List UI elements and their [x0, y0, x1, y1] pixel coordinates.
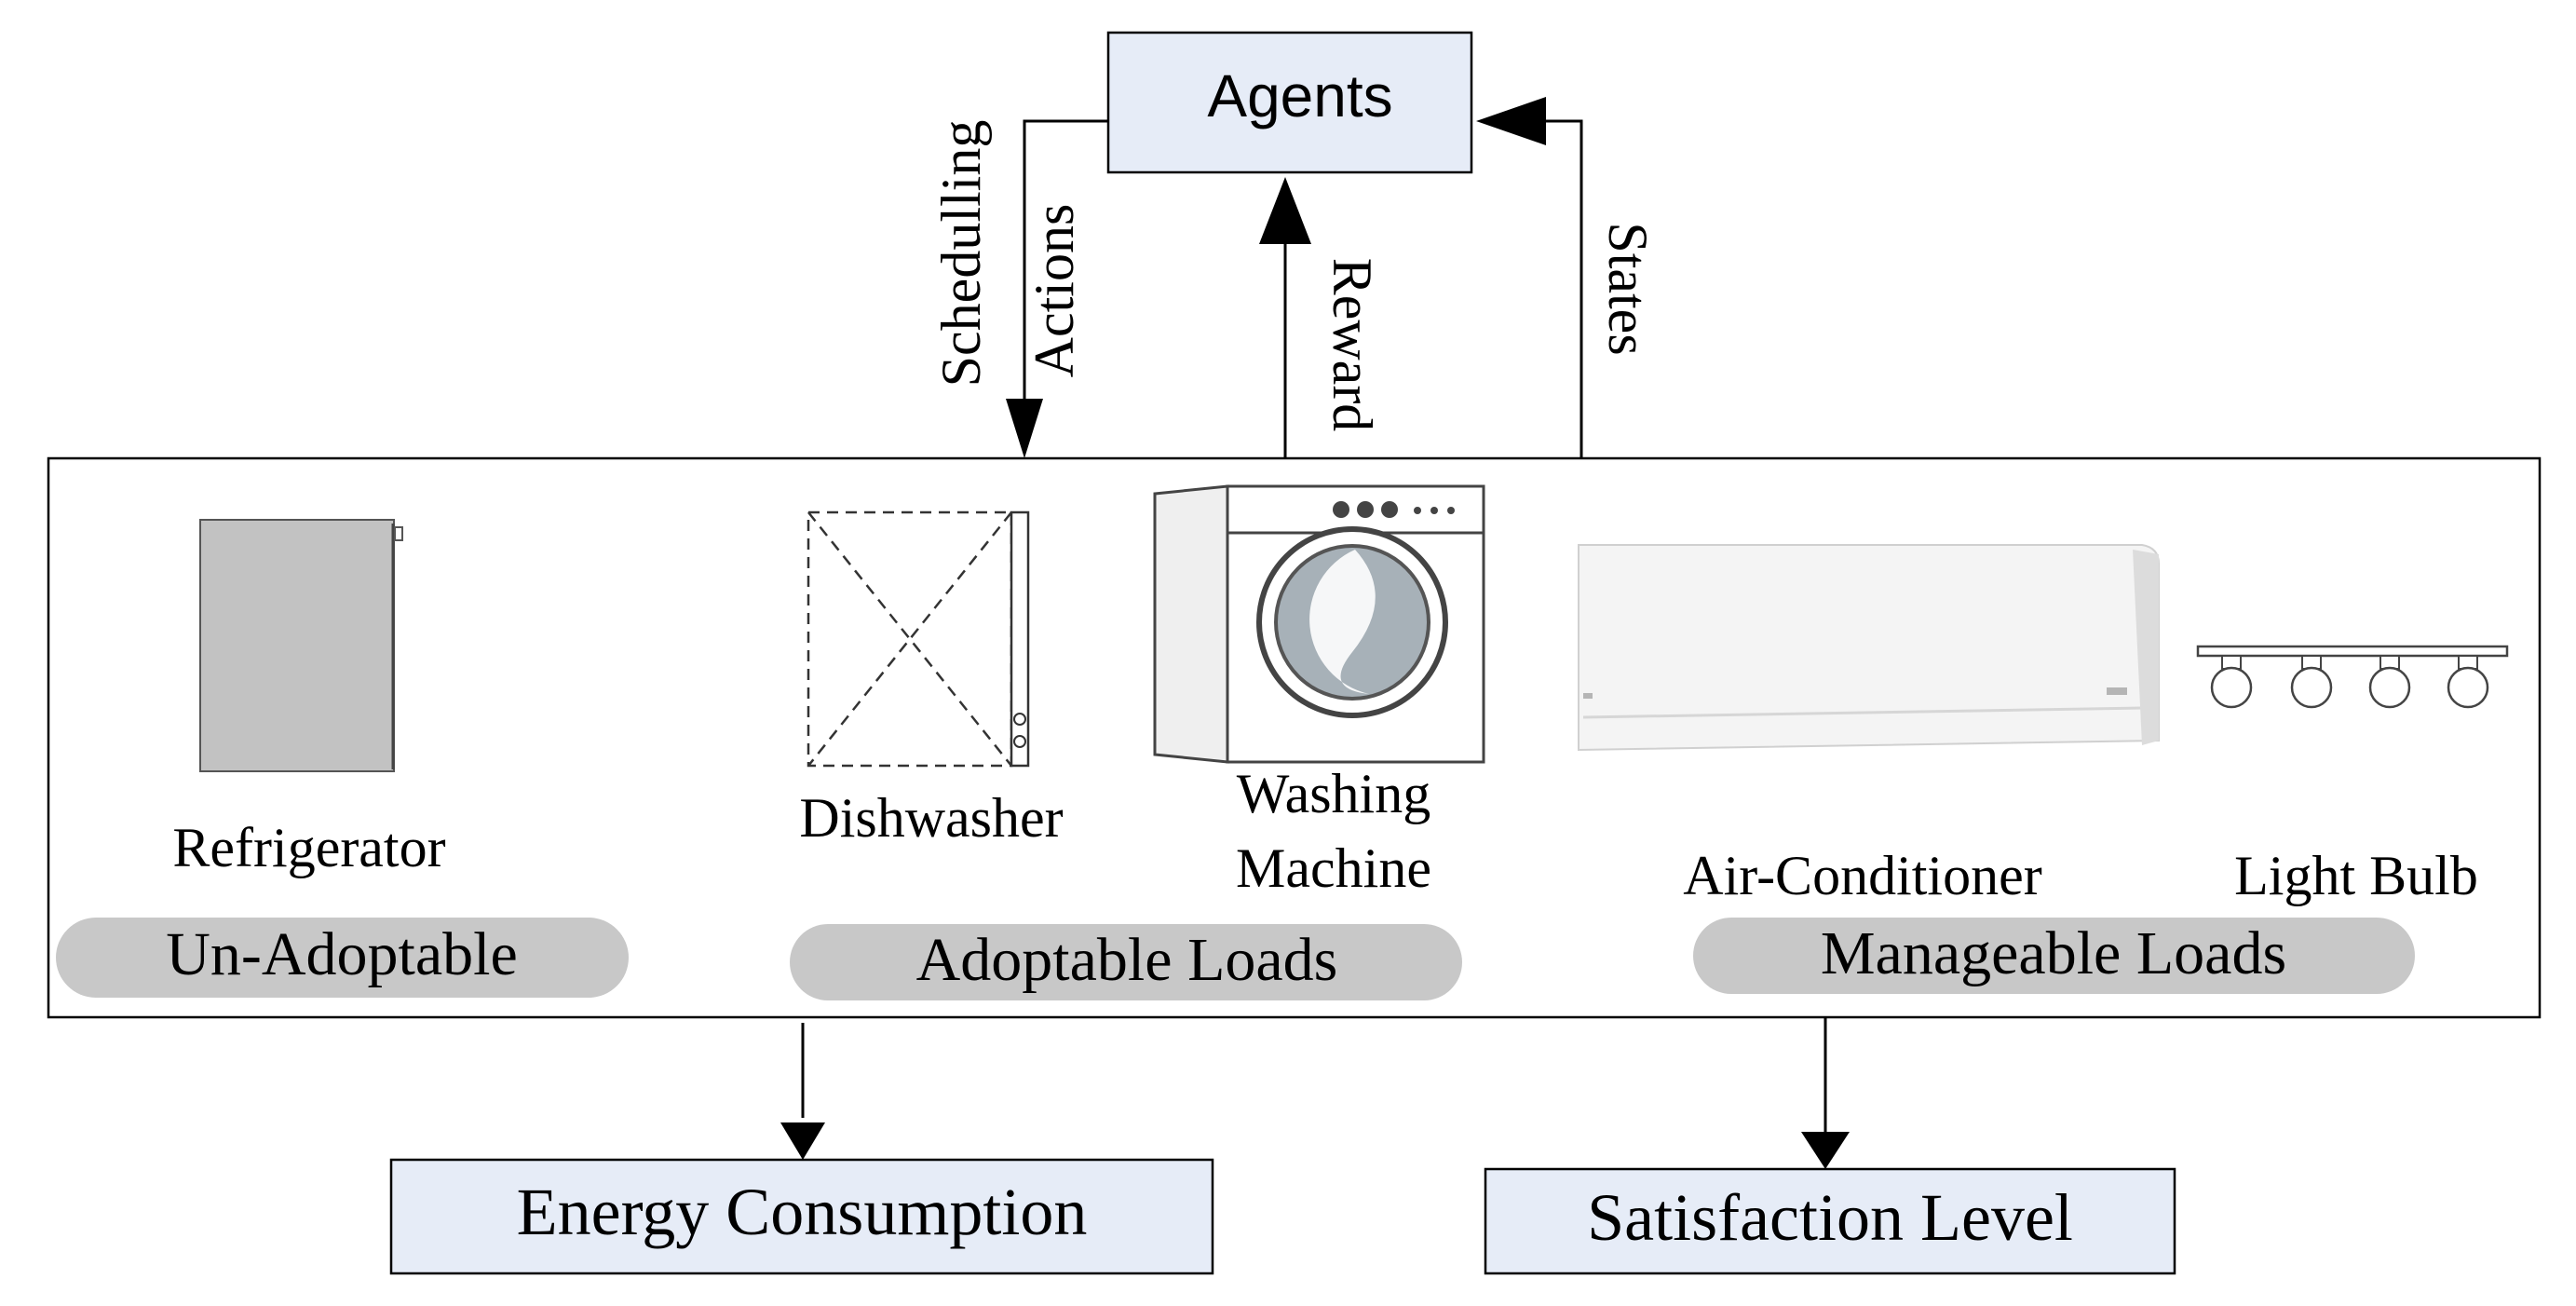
bulb-4	[2447, 655, 2489, 709]
reward-arrowhead	[1259, 177, 1311, 244]
scheduling-actions-edge	[1006, 119, 1108, 458]
agents-label: Agents	[1207, 62, 1392, 129]
reward-edge	[1259, 177, 1311, 458]
un-adoptable-pill	[56, 918, 629, 998]
manageable-loads-pill	[1693, 918, 2415, 994]
refrigerator-icon	[199, 519, 403, 772]
adoptable-loads-pill	[790, 924, 1462, 1000]
satisfaction-level-edge	[1801, 1017, 1850, 1169]
agents-box	[1106, 31, 1473, 174]
dishwasher-icon	[807, 510, 1030, 768]
air-conditioner-icon	[1578, 544, 2160, 752]
light-bulb-icon	[2196, 645, 2509, 709]
bulb-3	[2368, 655, 2411, 709]
scheduling-label: Schedulling	[930, 120, 992, 388]
dishwasher-label: Dishwasher	[799, 787, 1063, 849]
washing-machine-icon	[1153, 484, 1485, 764]
states-label: States	[1597, 222, 1659, 355]
air-conditioner-label: Air-Conditioner	[1683, 845, 2041, 906]
scheduling-arrowhead	[1006, 399, 1043, 458]
reward-label: Reward	[1322, 258, 1383, 432]
bulb-1	[2210, 655, 2253, 709]
refrigerator-label: Refrigerator	[172, 817, 445, 878]
actions-label: Actions	[1024, 204, 1085, 378]
energy-arrowhead	[780, 1122, 825, 1160]
satisfaction-arrowhead	[1801, 1132, 1850, 1169]
satisfaction-level-box	[1484, 1167, 2176, 1275]
states-edge	[1476, 97, 1583, 458]
energy-consumption-edge	[780, 1023, 825, 1160]
satisfaction-level-label: Satisfaction Level	[1587, 1180, 2073, 1255]
energy-consumption-label: Energy Consumption	[517, 1175, 1088, 1249]
manageable-loads-label: Manageable Loads	[1821, 919, 2286, 987]
light-bulb-label: Light Bulb	[2234, 845, 2478, 906]
adoptable-loads-label: Adoptable Loads	[916, 926, 1338, 994]
states-arrowhead	[1476, 97, 1546, 145]
washing-machine-label-line1: Washing	[1237, 763, 1430, 824]
un-adoptable-label: Un-Adoptable	[166, 920, 518, 988]
energy-consumption-box	[389, 1158, 1214, 1275]
bulb-2	[2290, 655, 2333, 709]
washing-machine-label-line2: Machine	[1236, 837, 1431, 899]
